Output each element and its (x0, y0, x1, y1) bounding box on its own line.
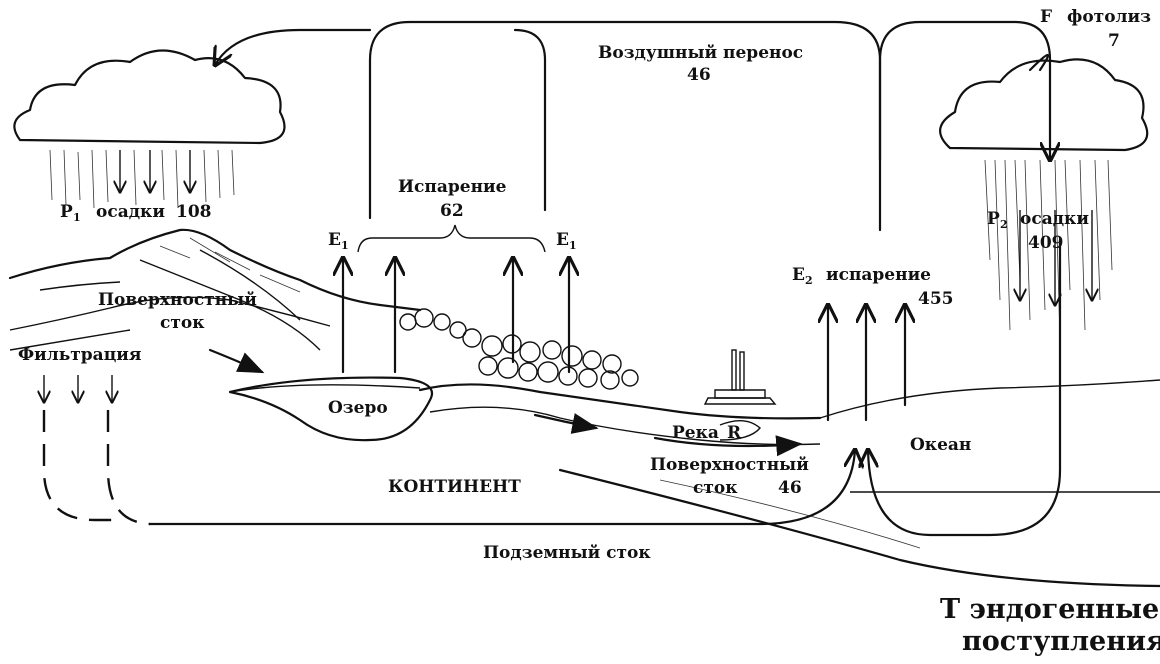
factory-icon (705, 350, 775, 404)
endogenous-line1: Т эндогенные (940, 594, 1159, 625)
evaporation-value: 62 (440, 201, 464, 221)
e2-label: испарение (826, 265, 931, 285)
e1-right-letter: E (556, 230, 569, 250)
surface-runoff-bottom-line2: сток (693, 478, 738, 498)
surface-runoff-top-line2: сток (160, 313, 205, 333)
river (420, 384, 820, 444)
p1-letter: P (60, 202, 73, 222)
e1-left-sub: 1 (341, 239, 349, 252)
cloud-right-icon (940, 59, 1147, 340)
endogenous-line2: поступления (962, 626, 1160, 657)
lake-label: Озеро (328, 398, 388, 418)
continent-label: КОНТИНЕНТ (388, 477, 521, 497)
p1-sub: 1 (73, 211, 81, 224)
underground-runoff-label: Подземный сток (483, 543, 651, 563)
e1-left-letter: E (328, 230, 341, 250)
p2-value: 409 (1028, 233, 1064, 253)
e2-letter: E (792, 265, 805, 285)
e2-value: 455 (918, 289, 954, 309)
photolysis-letter: F (1040, 7, 1052, 27)
photolysis-label: фотолиз (1067, 7, 1151, 27)
air-transport-label: Воздушный перенос (598, 43, 803, 63)
p1-value: 108 (176, 202, 212, 222)
evaporation-land-arrows (343, 225, 569, 372)
p2-sub: 2 (1000, 218, 1008, 231)
ocean-label: Океан (910, 435, 971, 455)
surface-runoff-bottom-value: 46 (778, 478, 802, 498)
filtration-label: Фильтрация (18, 345, 141, 365)
forest-icon (400, 309, 638, 389)
p1-label: осадки (96, 202, 165, 222)
surface-runoff-bottom-line1: Поверхностный (650, 455, 809, 475)
evaporation-ocean-arrows (828, 305, 905, 420)
surface-runoff-top-line1: Поверхностный (98, 290, 257, 310)
p2-label: осадки (1020, 209, 1089, 229)
photolysis-value: 7 (1108, 31, 1120, 51)
cloud-left-icon (14, 50, 284, 208)
e2-sub: 2 (805, 274, 813, 287)
river-label: Река (672, 423, 719, 443)
evaporation-label: Испарение (398, 177, 507, 197)
air-transport-value: 46 (687, 65, 711, 85)
p2-letter: P (987, 209, 1000, 229)
filtration-arrows (44, 375, 112, 402)
e1-right-sub: 1 (569, 239, 577, 252)
labels: Воздушный перенос 46 F фотолиз 7 P 1 оса… (18, 7, 1160, 657)
river-letter: R (727, 423, 742, 443)
